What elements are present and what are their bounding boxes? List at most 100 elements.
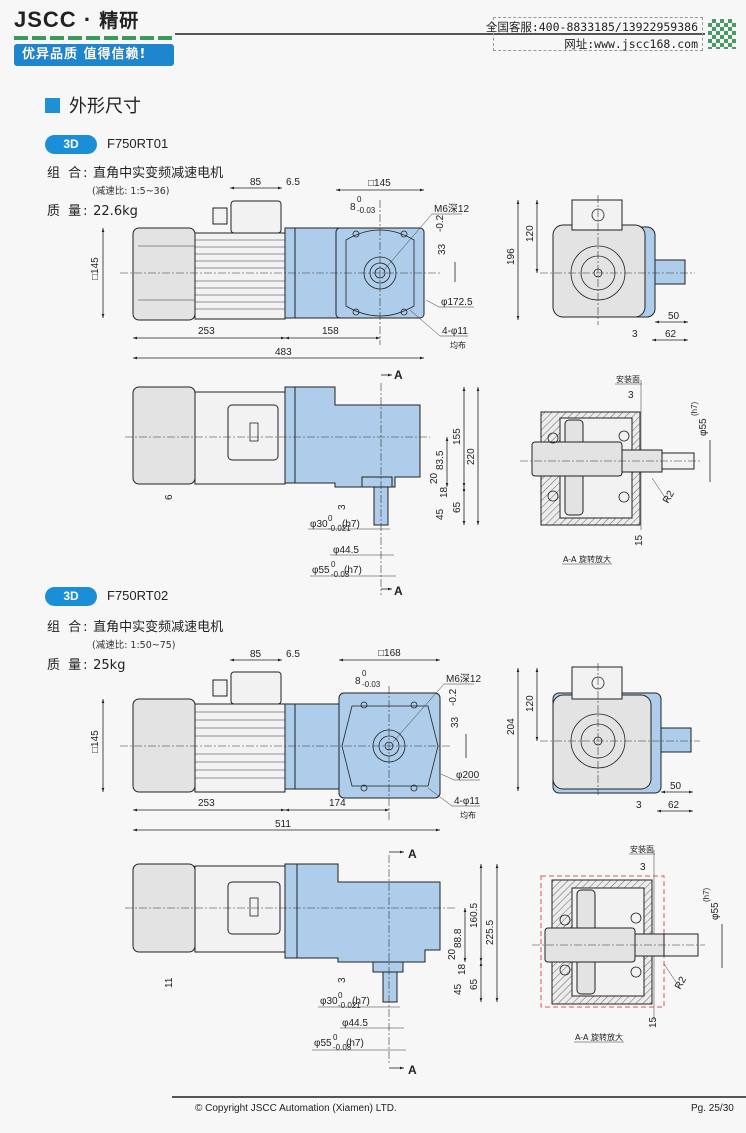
contact-website[interactable]: 网址:www.jscc168.com [564,37,698,51]
dim-label: 88.8 [453,928,464,948]
dim-label: 65 [452,501,463,513]
section-title: 外形尺寸 [45,92,141,118]
weight-label: 质 量: [47,658,90,673]
combo-spec: 组 合: 直角中实变频减速电机 [47,162,223,181]
dim-label: 6 [164,494,175,500]
dim-label: 3 [640,862,646,873]
dim-label: M6深12 [434,203,469,215]
dim-label: 11 [164,977,175,988]
dim-label: 220 [466,448,477,465]
weight-spec: 质 量: 22.6kg [47,200,138,219]
dim-label: 0 [333,1033,338,1042]
dim-label: 120 [525,225,536,242]
dim-label: 511 [275,819,291,830]
dim-label: 安装面 [630,844,654,854]
dim-label: 0 [362,669,367,678]
dim-label: 174 [329,798,346,809]
dim-label: 50 [670,781,682,792]
dim-label: (h7) [690,401,699,416]
brand-dot: · [83,7,93,32]
brand-name: JSCC · 精研 [14,6,139,35]
combo-label: 组 合: [47,166,90,181]
3d-model-button[interactable]: 3D [45,587,97,606]
dim-label: -0.03 [362,680,381,689]
dim-label: 3 [337,504,348,510]
model-name: F750RT01 [107,136,169,151]
brand-dash-decoration [14,36,172,40]
dim-label: 3 [337,977,348,983]
contact-box: 全国客服:400-8833185/13922959386 网址:www.jscc… [486,17,703,51]
dim-label: -0.021 [328,524,351,533]
section-view-drawing-1: 安装面 3 φ55 (h7) R2 15 A-A 旋转放大 [520,374,711,565]
section-mark-bottom: A [394,584,403,598]
dim-label: □168 [378,648,401,659]
dim-label: 15 [634,534,645,546]
ratio-spec: (减速比: 1:50~75) [92,640,176,651]
dim-label: (h7) [344,565,362,576]
dim-label: 85 [250,649,262,660]
dim-label: 18 [457,963,468,975]
side-view-drawing-2: 204 120 50 3 62 [506,663,700,813]
dim-label: 0 [357,195,362,204]
side-view-drawing-1: 196 120 50 3 62 [506,195,695,342]
dim-label: 196 [506,248,517,265]
dim-label: 45 [435,508,446,520]
dim-label: φ172.5 [441,297,473,308]
dim-label: 8 [355,676,361,687]
dim-label: (h7) [352,996,370,1007]
dim-label: 158 [322,326,339,337]
dim-label: (h7) [342,519,360,530]
weight-spec: 质 量: 25kg [47,654,125,673]
dim-label: -0.03 [357,206,376,215]
section-caption: A-A 旋转放大 [575,1032,623,1042]
dim-label: 160.5 [469,903,480,928]
dim-label: 20 [447,948,458,960]
dim-label: φ30 [310,519,328,530]
dim-label: 65 [469,978,480,990]
dim-label: -0.2 [435,214,446,232]
dim-label: -0.2 [448,688,459,706]
dim-label: 4-φ11 [442,326,468,337]
front-view-drawing-1: A 155 220 83.5 20 18 45 65 6 3 φ30 0 -0.… [125,368,480,598]
dim-label: 45 [453,983,464,995]
dim-label: 62 [665,329,677,340]
dim-label: R2 [661,489,677,506]
dim-label: 0 [328,514,333,523]
dim-label: 120 [525,695,536,712]
qr-code-icon [708,19,736,49]
page-number: Pg. 25/30 [691,1103,734,1114]
combo-value: 直角中实变频减速电机 [93,620,224,635]
weight-label: 质 量: [47,204,90,219]
weight-value: 22.6kg [93,204,138,219]
dim-label: φ44.5 [342,1018,368,1029]
combo-label: 组 合: [47,620,90,635]
brand-name-cn: 精研 [99,10,140,32]
dim-label: φ55 [710,902,721,920]
ratio-spec: (减速比: 1:5~36) [92,186,170,197]
dim-label: 483 [275,347,292,358]
dim-label: 6.5 [286,649,300,660]
dim-label: □145 [368,178,391,189]
contact-phone: 全国客服:400-8833185/13922959386 [485,20,698,34]
dim-label: 3 [628,390,634,401]
copyright-text: © Copyright JSCC Automation (Xiamen) LTD… [195,1103,397,1114]
dim-label: 155 [452,428,463,445]
brand-name-latin: JSCC [14,7,77,32]
3d-model-button[interactable]: 3D [45,135,97,154]
motor-body [132,200,286,321]
dim-label: □145 [90,257,101,280]
combo-spec: 组 合: 直角中实变频减速电机 [47,616,223,635]
dim-label: 33 [437,243,448,255]
dim-label: 均布 [460,810,476,820]
section-caption: A-A 旋转放大 [563,554,611,564]
header-divider [175,33,705,35]
brand-slogan: 优异品质 值得信赖! [14,44,174,66]
dim-label: 8 [350,202,356,213]
section-view-drawing-2: 安装面 3 φ55 (h7) R2 15 A-A 旋转放大 [532,844,723,1043]
dim-label: 3 [636,800,642,811]
dim-label: 225.5 [485,920,496,945]
dim-label: M6深12 [446,673,481,685]
dim-label: -0.03 [333,1043,352,1052]
front-view-drawing-2: A 160.5 225.5 88.8 20 18 45 65 11 3 φ30 … [125,847,499,1077]
dim-label: φ55 [314,1038,332,1049]
